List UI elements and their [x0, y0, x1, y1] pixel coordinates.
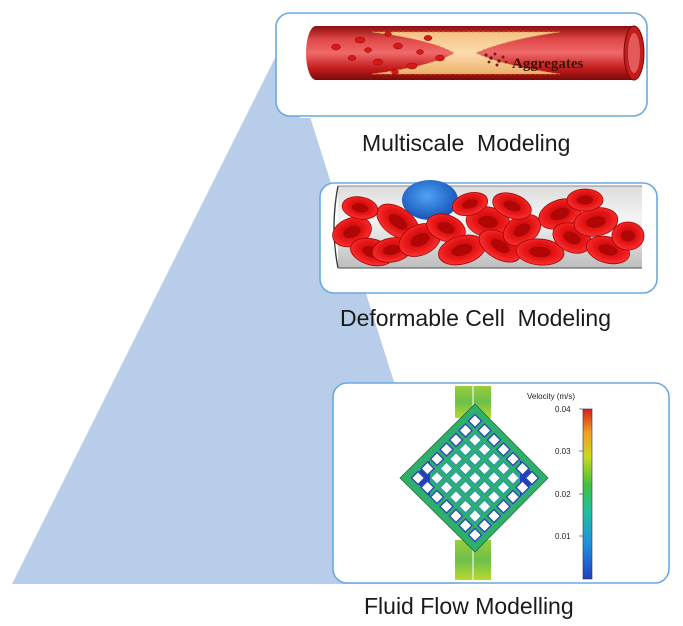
pore — [486, 451, 502, 467]
pore — [448, 508, 464, 524]
pore — [448, 489, 464, 505]
red-blood-cell-center — [513, 223, 531, 237]
colorbar-title: Velocity (m/s) — [527, 392, 575, 401]
pore — [515, 461, 530, 476]
red-blood-cell-center — [388, 214, 408, 230]
pore — [486, 489, 502, 505]
fluid-flow-panel: Velocity (m/s) 0.04 0.03 0.02 0.01 — [332, 382, 670, 584]
pore — [486, 470, 502, 486]
red-blood-cell-center — [576, 195, 594, 205]
pore — [477, 442, 492, 457]
caption-fluid-flow-modelling: Fluid Flow Modelling — [364, 593, 574, 619]
red-blood-cell-center — [586, 216, 606, 228]
colorbar-tick-0.01: 0.01 — [555, 532, 571, 541]
red-blood-cell-center — [410, 233, 430, 247]
pore — [477, 499, 492, 514]
pore — [467, 489, 483, 505]
pore — [439, 461, 454, 476]
white-blood-cell — [402, 180, 458, 220]
pore — [477, 518, 492, 533]
pore — [448, 470, 464, 486]
pore — [505, 489, 521, 505]
colorbar-tick-0.04: 0.04 — [555, 405, 571, 414]
red-blood-cell-center — [598, 244, 618, 256]
pore — [429, 470, 445, 486]
pore — [439, 480, 454, 495]
pore — [496, 480, 511, 495]
pore — [439, 499, 454, 514]
velocity-field-diamond — [399, 403, 549, 553]
colorbar-tick-0.03: 0.03 — [555, 447, 571, 456]
pore — [458, 461, 473, 476]
red-blood-cell-center — [478, 215, 498, 229]
pore — [486, 508, 502, 524]
red-blood-cell-center — [462, 199, 478, 209]
pore — [448, 451, 464, 467]
pore — [496, 461, 511, 476]
pore — [467, 413, 483, 429]
red-blood-cell-center — [343, 225, 361, 239]
red-blood-cell-center — [620, 230, 636, 242]
red-blood-cell-center — [529, 246, 551, 258]
pore — [486, 432, 502, 448]
pore — [410, 470, 426, 486]
pore — [429, 451, 445, 467]
pore — [467, 470, 483, 486]
red-blood-cell-center — [437, 222, 455, 234]
pore — [458, 442, 473, 457]
pore — [496, 499, 511, 514]
pore — [467, 432, 483, 448]
red-blood-cell-center — [550, 207, 570, 221]
pore — [467, 527, 483, 543]
pore — [458, 423, 473, 438]
pore — [524, 470, 540, 486]
aggregates-label: Aggregates — [512, 56, 584, 72]
deformable-cell-panel — [319, 180, 658, 294]
pore — [477, 461, 492, 476]
caption-multiscale-modeling: Multiscale Modeling — [362, 130, 571, 156]
pore — [505, 470, 521, 486]
pore — [448, 432, 464, 448]
pore — [467, 508, 483, 524]
red-blood-cell-center — [451, 243, 473, 257]
velocity-colorbar: Velocity (m/s) 0.04 0.03 0.02 0.01 — [527, 392, 593, 580]
multiscale-panel: Aggregates — [275, 12, 648, 117]
pore — [458, 518, 473, 533]
colorbar-tick-0.02: 0.02 — [555, 490, 571, 499]
red-blood-cell-center — [490, 239, 510, 253]
pore — [477, 423, 492, 438]
pore — [505, 451, 521, 467]
pore — [467, 451, 483, 467]
pore — [420, 480, 435, 495]
pore — [429, 489, 445, 505]
pore — [420, 461, 435, 476]
red-blood-cell-center — [383, 245, 401, 255]
red-blood-cell-center — [503, 200, 521, 212]
pore — [458, 499, 473, 514]
red-blood-cells — [332, 188, 645, 267]
pore — [439, 442, 454, 457]
caption-deformable-cell-modeling: Deformable Cell Modeling — [340, 305, 612, 331]
pore — [496, 442, 511, 457]
pore — [477, 480, 492, 495]
pore — [515, 480, 530, 495]
pore — [458, 480, 473, 495]
red-blood-cell-center — [351, 203, 369, 213]
red-blood-cell-center — [563, 231, 581, 245]
blood-vessel-illustration: Aggregates — [306, 25, 645, 81]
